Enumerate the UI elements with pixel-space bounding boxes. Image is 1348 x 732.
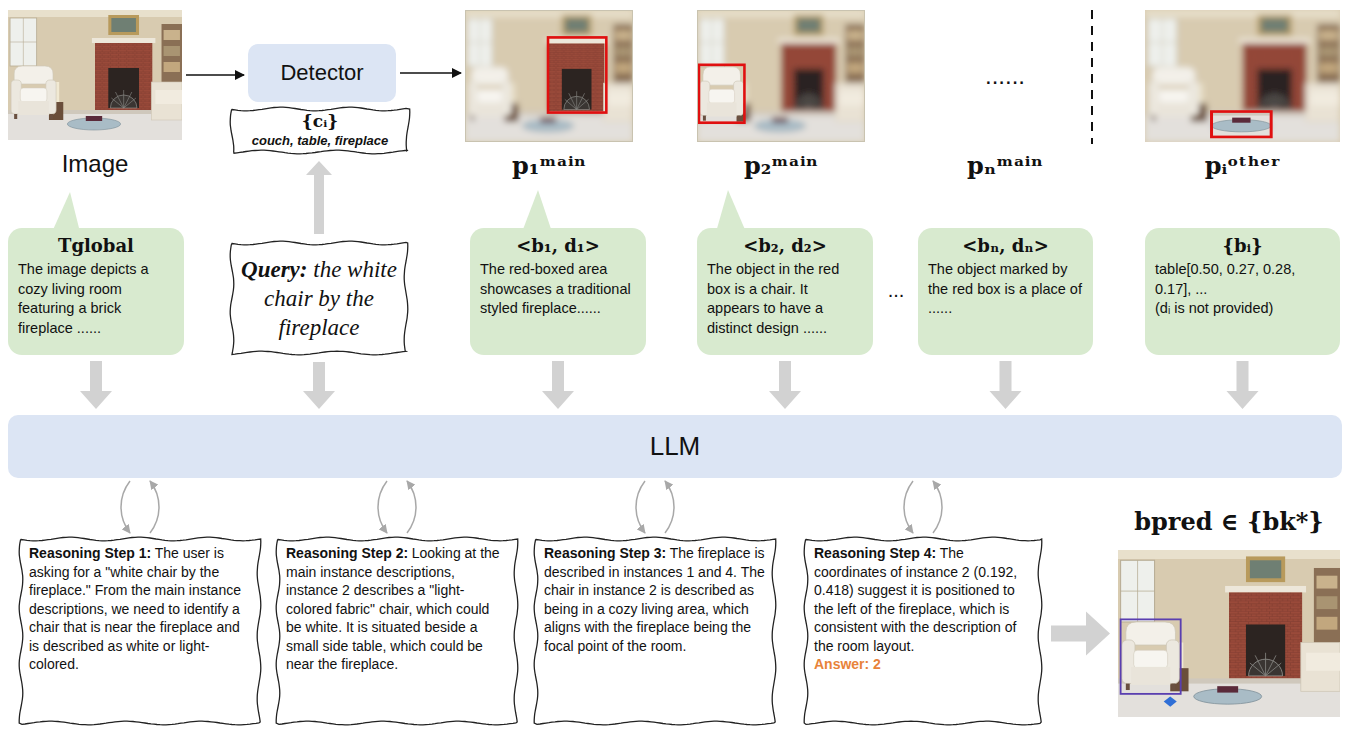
bubble-note: (dᵢ is not provided) [1155, 299, 1330, 319]
bubble-text: The object marked by the red box is a pl… [928, 260, 1083, 319]
bubble-text: The image depicts a cozy living room fea… [18, 260, 174, 338]
reasoning-step: Reasoning Step 1:The user is asking for … [18, 536, 262, 726]
result-photo [1118, 550, 1340, 717]
wavy-outline [230, 241, 408, 355]
prompt-symbol: pᵢᵒᵗʰᵉʳ [1145, 150, 1340, 182]
answer-text: Answer: 2 [814, 655, 1032, 674]
visual-prompt-image [465, 10, 633, 142]
connector [769, 361, 801, 409]
bubble-heading: <b₂, d₂> [707, 234, 863, 258]
bubble-text: The red-boxed area showcases a tradition… [480, 260, 636, 319]
connector [665, 481, 674, 533]
connector [303, 362, 335, 409]
step-text: The coordinates of instance 2 (0.192, 0.… [814, 545, 1017, 654]
description-bubble: {bᵢ}table[0.50, 0.27, 0.28, 0.17], ...(d… [1145, 228, 1340, 355]
bubble-heading: {bᵢ} [1155, 234, 1330, 258]
prediction-label: bpred ∈ {bk*} [1118, 500, 1340, 544]
module-name: LLM [18, 431, 1332, 462]
bubble-heading: <bₙ, dₙ> [928, 234, 1083, 258]
step-text: The fireplace is described in instances … [544, 545, 765, 654]
visual-prompt-image [697, 10, 865, 142]
connector [378, 481, 387, 533]
visual-prompt-image [1145, 10, 1340, 142]
prompt-symbol: p₂ᵐᵃⁱⁿ [697, 150, 865, 182]
step-heading: Reasoning Step 2: [286, 545, 408, 561]
connector [904, 481, 913, 533]
prompt-image: p₂ᵐᵃⁱⁿ [697, 10, 865, 182]
prompt-symbol: pₙᵐᵃⁱⁿ [955, 150, 1055, 182]
connector [1227, 361, 1259, 409]
ellipsis: ... [875, 276, 917, 304]
living-room-photo [8, 10, 182, 140]
bubble-heading: <b₁, d₁> [480, 234, 636, 258]
reasoning-step: Reasoning Step 4:The coordinates of inst… [803, 536, 1043, 726]
connector [990, 361, 1022, 409]
bubble-text: The object in the red box is a chair. It… [707, 260, 863, 338]
query-label: Query: [241, 257, 307, 282]
description-bubble: <bₙ, dₙ>The object marked by the red box… [918, 228, 1093, 355]
wavy-outline [534, 537, 776, 725]
module-name: Detector [256, 60, 388, 86]
box-list: table[0.50, 0.27, 0.28, 0.17], ... [1155, 260, 1330, 299]
reasoning-step: Reasoning Step 2:Looking at the main ins… [275, 536, 519, 726]
prompt-image: p₁ᵐᵃⁱⁿ [465, 10, 633, 182]
step-text: The user is asking for a "white chair by… [29, 545, 241, 672]
description-bubble: TglobalThe image depicts a cozy living r… [8, 228, 184, 355]
connector [80, 361, 112, 409]
connector [400, 72, 461, 74]
connector [121, 481, 130, 533]
connector [186, 74, 244, 76]
connector [636, 481, 645, 533]
connector [933, 481, 942, 533]
connector [306, 161, 332, 234]
connector [542, 361, 574, 409]
connector [150, 481, 159, 533]
detector-box: Detector [248, 44, 396, 102]
bubble-heading: Tglobal [18, 234, 174, 258]
connector [407, 481, 416, 533]
bubble-tail [52, 192, 80, 232]
category-list: couch, table, fireplace [237, 132, 403, 150]
wavy-outline [276, 537, 518, 725]
category-card: {cᵢ}couch, table, fireplace [229, 106, 411, 155]
result-image: bpred ∈ {bk*} [1118, 500, 1340, 717]
description-bubble: <b₁, d₁>The red-boxed area showcases a t… [470, 228, 646, 355]
ellipsis: ...... [955, 60, 1055, 92]
set-symbol: {cᵢ} [237, 111, 403, 132]
step-heading: Reasoning Step 4: [814, 545, 936, 561]
wavy-outline [230, 107, 410, 154]
prompt-image: pᵢᵒᵗʰᵉʳ [1145, 10, 1340, 182]
image-label: Image [8, 148, 182, 180]
llm-band: LLM [8, 415, 1342, 478]
query-card: Query:the white chair by the fireplace [229, 240, 409, 356]
step-heading: Reasoning Step 3: [544, 545, 666, 561]
connector [1051, 612, 1110, 656]
input-image: Image [8, 10, 182, 180]
wavy-outline [19, 537, 261, 725]
bubble-tail [716, 190, 746, 232]
wavy-outline [804, 537, 1042, 725]
separator-line [1091, 10, 1093, 144]
description-bubble: <b₂, d₂>The object in the red box is a c… [697, 228, 873, 355]
prompt-symbol: p₁ᵐᵃⁱⁿ [465, 150, 633, 182]
step-text: Looking at the main instance description… [286, 545, 500, 672]
reasoning-step: Reasoning Step 3:The fireplace is descri… [533, 536, 777, 726]
bubble-tail [522, 190, 552, 232]
step-heading: Reasoning Step 1: [29, 545, 151, 561]
